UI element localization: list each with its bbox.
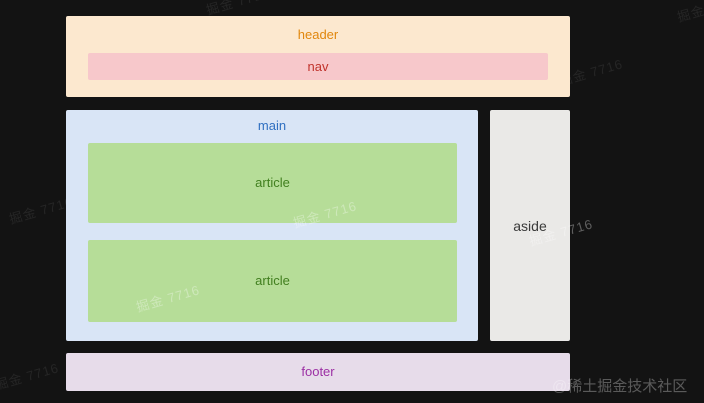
- footer-label: footer: [301, 364, 335, 379]
- watermark-text: 掘金 7716: [0, 360, 61, 393]
- aside-box: aside: [490, 110, 570, 341]
- aside-label: aside: [513, 217, 547, 234]
- header-label: header: [297, 27, 339, 42]
- header-box: header nav: [66, 16, 570, 97]
- nav-box: nav: [88, 53, 548, 80]
- article-box: article: [88, 143, 457, 223]
- watermark-text: 掘金 7716: [675, 0, 704, 25]
- article-label: article: [255, 175, 290, 190]
- main-label: main: [257, 118, 287, 133]
- footer-box: footer: [66, 353, 570, 391]
- article-box: article: [88, 240, 457, 322]
- article-label: article: [255, 273, 290, 288]
- watermark-text: 掘金 7716: [7, 194, 75, 227]
- main-box: main article article: [66, 110, 478, 341]
- brand-watermark: @稀土掘金技术社区: [552, 378, 688, 395]
- nav-label: nav: [307, 58, 329, 74]
